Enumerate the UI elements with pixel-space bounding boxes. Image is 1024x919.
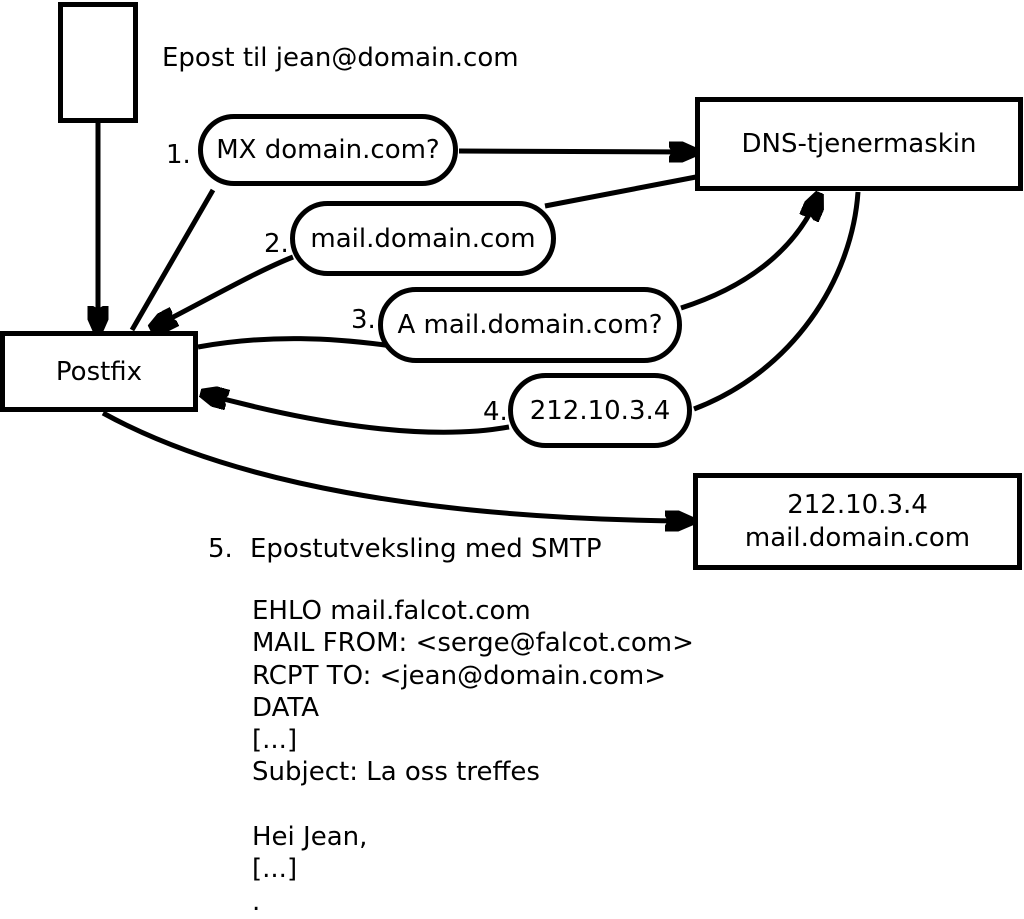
line-postfix-to-query1 [129, 188, 216, 332]
smtp-line-ehlo: EHLO mail.falcot.com [252, 596, 531, 626]
smtp-line-blank [252, 789, 694, 821]
step-number-4: 4. [483, 397, 508, 427]
step-number-2: 2. [264, 229, 289, 259]
arrow-reply4-to-postfix [205, 394, 510, 435]
mailhost-hostname: mail.domain.com [744, 522, 971, 553]
envelope-box [58, 2, 138, 123]
smtp-line-ellipsis-1: [...] [252, 725, 298, 756]
step-number-1: 1. [166, 140, 191, 170]
smtp-line-data: DATA [252, 692, 319, 723]
curve-dns-to-reply4 [693, 191, 861, 412]
query-mx-pill: MX domain.com? [198, 114, 458, 186]
postfix-node: Postfix [0, 331, 198, 412]
step-number-5: 5. [208, 534, 233, 564]
smtp-line-ellipsis-2: [...] [252, 854, 298, 885]
smtp-line-subject: Subject: La oss treffes [252, 757, 540, 788]
arrow-query3-to-dns [680, 197, 818, 311]
line-postfix-to-query3 [197, 336, 393, 350]
reply-a-pill: 212.10.3.4 [508, 373, 692, 448]
mailhost-node: 212.10.3.4 mail.domain.com [693, 473, 1022, 570]
arrow-reply2-to-postfix [154, 254, 294, 327]
query-a-label: A mail.domain.com? [397, 310, 663, 340]
query-mx-label: MX domain.com? [216, 135, 440, 165]
smtp-line-mail-from: MAIL FROM: <serge@falcot.com> [252, 628, 694, 659]
query-a-pill: A mail.domain.com? [378, 287, 682, 363]
postfix-label: Postfix [55, 356, 143, 387]
dns-server-node: DNS-tjenermaskin [695, 97, 1023, 191]
smtp-line-rcpt-to: RCPT TO: <jean@domain.com> [252, 660, 667, 691]
smtp-session-transcript: EHLO mail.falcot.com MAIL FROM: <serge@f… [252, 595, 694, 918]
mailhost-ip: 212.10.3.4 [787, 489, 928, 520]
reply-mx-label: mail.domain.com [310, 223, 536, 254]
dns-server-label: DNS-tjenermaskin [741, 129, 977, 159]
line-dns-to-reply2 [544, 174, 697, 209]
arrow-query1-to-dns [458, 151, 692, 152]
reply-mx-pill: mail.domain.com [290, 201, 556, 276]
email-note: Epost til jean@domain.com [162, 43, 519, 73]
smtp-line-greeting: Hei Jean, [252, 822, 368, 853]
reply-a-label: 212.10.3.4 [529, 395, 671, 426]
smtp-exchange-label: Epostutveksling med SMTP [250, 534, 602, 564]
step-number-3: 3. [351, 305, 376, 335]
smtp-line-end-dot: . [252, 886, 261, 917]
arrow-postfix-to-mailhost [101, 410, 688, 521]
